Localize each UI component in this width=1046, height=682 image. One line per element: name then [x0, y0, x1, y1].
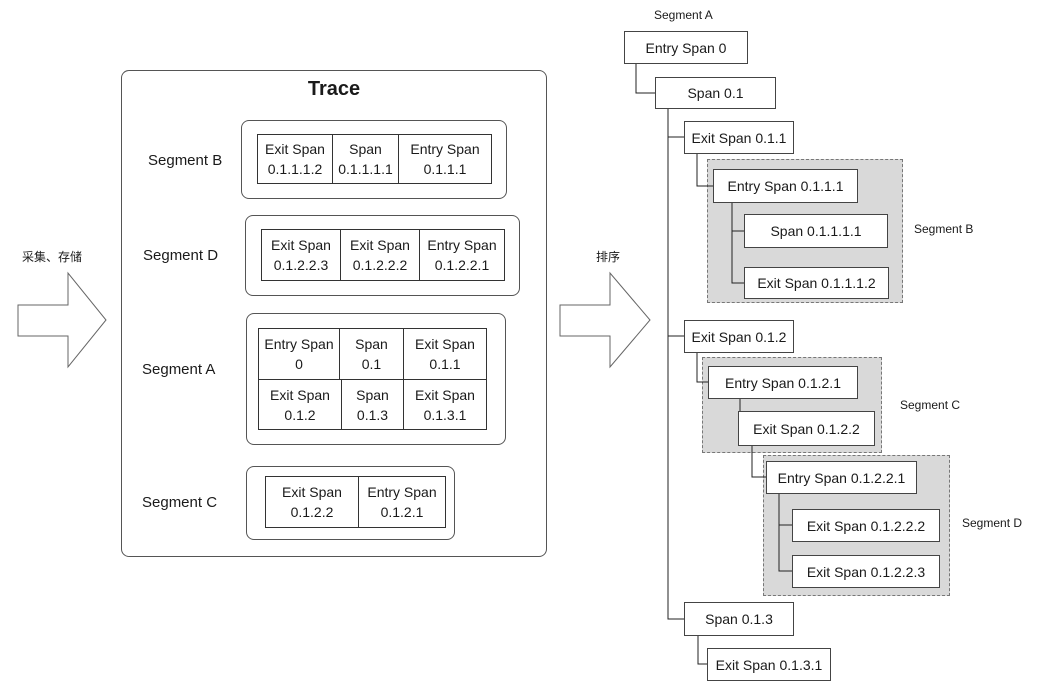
trace-segment-d-cell: Exit Span 0.1.2.2.2 [340, 229, 420, 281]
tree-segment-d-label: Segment D [962, 516, 1023, 530]
tree-span: Span 0.1.1.1.1 [744, 214, 888, 248]
tree-span: Entry Span 0 [624, 31, 748, 64]
tree-span: Exit Span 0.1.1 [684, 121, 794, 154]
tree-span: Span 0.1.3 [684, 602, 794, 636]
left-arrow-icon [17, 271, 107, 369]
trace-segment-d-label: Segment D [143, 247, 219, 264]
tree-span: Exit Span 0.1.3.1 [707, 648, 831, 681]
trace-segment-a-cell: Exit Span 0.1.1 [403, 328, 487, 380]
tree-span: Exit Span 0.1.2.2.2 [792, 509, 940, 542]
tree-span: Exit Span 0.1.1.1.2 [744, 267, 889, 299]
right-arrow-icon [559, 271, 651, 369]
trace-title: Trace [307, 78, 361, 100]
trace-segment-a-cell: Exit Span 0.1.2 [258, 379, 342, 430]
trace-segment-c-cell: Entry Span 0.1.2.1 [358, 476, 446, 528]
trace-segment-a-cell: Entry Span 0 [258, 328, 340, 380]
trace-segment-a-cell: Span 0.1 [339, 328, 404, 380]
trace-segment-b-cell: Entry Span 0.1.1.1 [398, 134, 492, 184]
tree-span: Exit Span 0.1.2.2 [738, 411, 875, 446]
trace-segment-d-cell: Exit Span 0.1.2.2.3 [261, 229, 341, 281]
tree-span: Entry Span 0.1.2.1 [708, 366, 858, 399]
left-arrow-label: 采集、存储 [22, 250, 83, 264]
tree-span: Exit Span 0.1.2 [684, 320, 794, 353]
tree-span: Exit Span 0.1.2.2.3 [792, 555, 940, 588]
trace-segment-b-label: Segment B [148, 152, 223, 169]
tree-segment-c-label: Segment C [900, 398, 961, 412]
tree-segment-b-label: Segment B [914, 222, 974, 236]
right-arrow-label: 排序 [596, 250, 621, 264]
trace-segment-a-label: Segment A [142, 361, 216, 378]
trace-segment-d-cell: Entry Span 0.1.2.2.1 [419, 229, 505, 281]
trace-segment-c-cell: Exit Span 0.1.2.2 [265, 476, 359, 528]
trace-segment-a-cell: Exit Span 0.1.3.1 [403, 379, 487, 430]
tree-span: Span 0.1 [655, 77, 776, 109]
tree-span: Entry Span 0.1.1.1 [713, 169, 858, 203]
trace-segment-b-cell: Span 0.1.1.1.1 [332, 134, 399, 184]
tree-segment-a-label: Segment A [654, 8, 713, 22]
trace-segment-c-label: Segment C [142, 494, 218, 511]
tree-span: Entry Span 0.1.2.2.1 [766, 461, 917, 494]
